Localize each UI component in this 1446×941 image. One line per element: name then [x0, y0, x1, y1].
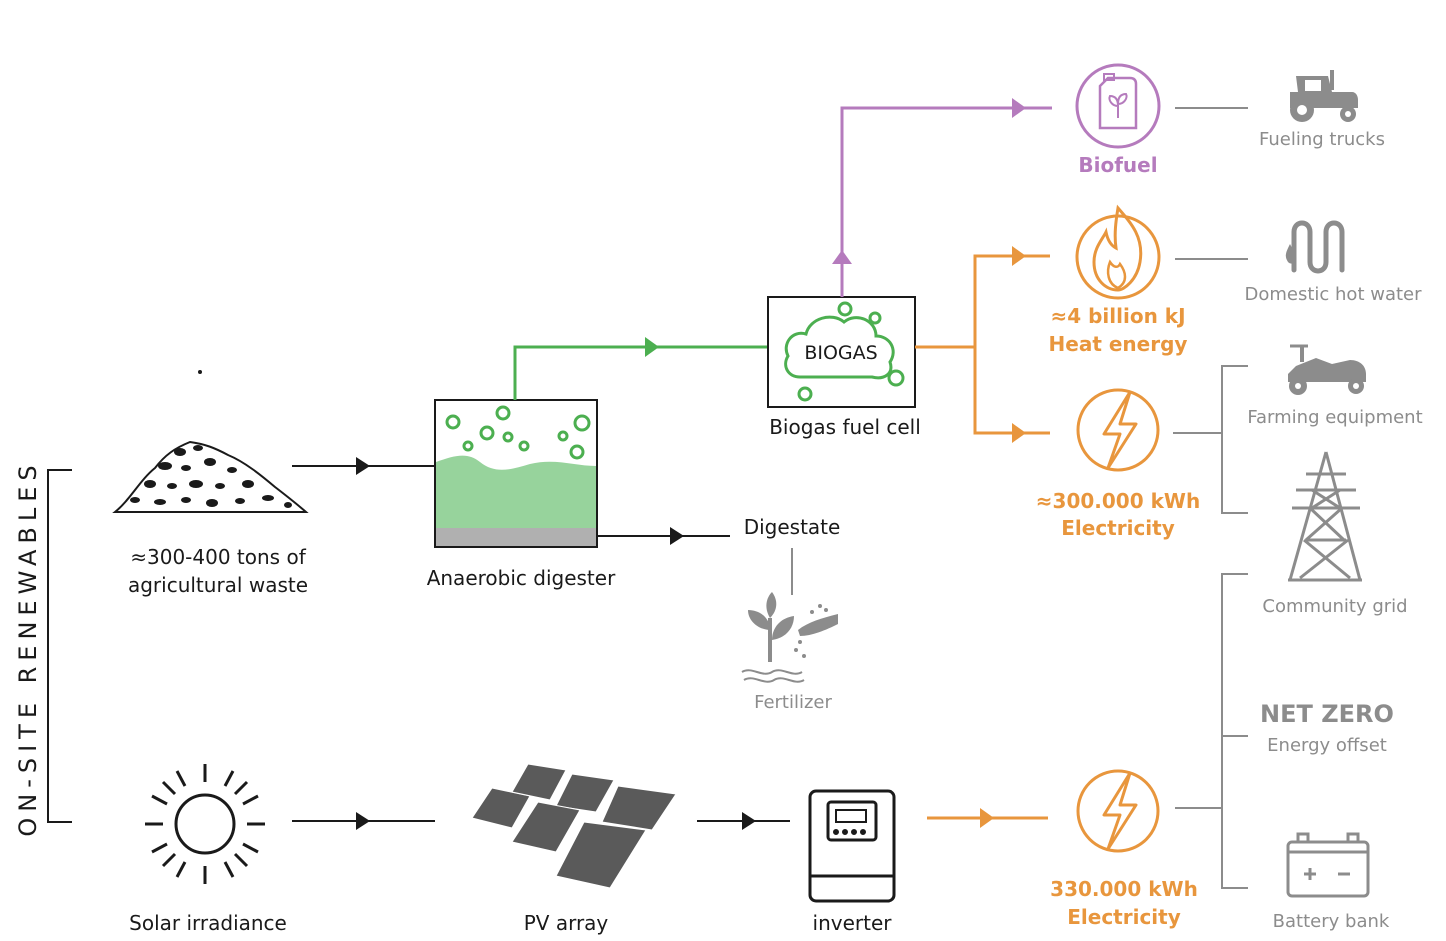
- biogas-label: BIOGAS: [804, 342, 877, 364]
- digester-tank: [434, 399, 598, 548]
- renewables-bracket: [47, 469, 72, 823]
- lightning-bio-icon: [1076, 388, 1160, 472]
- arrowhead-waste: [356, 457, 370, 475]
- pv-array-icon: [471, 763, 677, 889]
- community-grid-label: Community grid: [1262, 596, 1408, 617]
- waste-label: ≈300-400 tons of agricultural waste: [127, 545, 309, 597]
- arrowhead-up-biofuel: [832, 250, 852, 264]
- arrow-fuelcell-biofuel: [840, 106, 1052, 297]
- farming-equipment-label: Farming equipment: [1247, 407, 1423, 428]
- hot-water-label: Domestic hot water: [1244, 284, 1422, 305]
- electricity-bio-label: Electricity: [1061, 516, 1175, 540]
- use-connectors: [1173, 107, 1248, 889]
- biofuel-label: Biofuel: [1078, 153, 1158, 177]
- hot-water-coil-icon: [1285, 220, 1345, 274]
- arrowhead-electricity-bio: [1012, 423, 1026, 443]
- arrow-digester-fuelcell: [513, 345, 768, 400]
- arrowhead-biogas: [645, 337, 659, 357]
- farming-equipment-icon: [1288, 344, 1366, 395]
- lightning-solar-icon: [1076, 769, 1160, 853]
- waste-pile-icon: [112, 370, 309, 513]
- heat-flame-icon: [1075, 204, 1161, 300]
- heat-value: ≈4 billion kJ: [1050, 304, 1186, 328]
- inverter-icon: [808, 789, 896, 903]
- fuel-cell-box: [767, 296, 916, 408]
- transmission-tower-icon: [1288, 451, 1362, 582]
- arrowhead-heat: [1012, 246, 1026, 266]
- arrowhead-inverter: [980, 808, 994, 828]
- biofuel-icon: [1075, 63, 1161, 149]
- net-zero-label: NET ZERO: [1260, 700, 1394, 728]
- tractor-icon: [1290, 70, 1358, 122]
- arrowhead-digestate: [670, 527, 684, 545]
- digestate-label: Digestate: [743, 515, 841, 539]
- fertilizer-label: Fertilizer: [754, 692, 832, 713]
- sun-icon: [145, 764, 265, 884]
- electricity-bio-value: ≈300.000 kWh: [1035, 489, 1201, 513]
- fertilizer-icon: [741, 592, 838, 683]
- fuel-cell-label: Biogas fuel cell: [769, 415, 921, 439]
- inverter-label: inverter: [812, 911, 892, 935]
- electricity-solar-value: 330.000 kWh: [1050, 877, 1198, 901]
- fueling-trucks-label: Fueling trucks: [1259, 129, 1385, 150]
- arrowhead-biofuel: [1012, 98, 1026, 118]
- digester-label: Anaerobic digester: [426, 566, 616, 590]
- arrowhead-sun: [356, 812, 370, 830]
- battery-icon: [1286, 832, 1370, 898]
- battery-bank-label: Battery bank: [1272, 911, 1390, 932]
- on-site-renewables-label: ON-SITE RENEWABLES: [14, 459, 42, 837]
- arrowhead-pv: [742, 812, 756, 830]
- pv-label: PV array: [523, 911, 609, 935]
- electricity-solar-label: Electricity: [1067, 905, 1181, 929]
- energy-offset-label: Energy offset: [1267, 735, 1387, 756]
- heat-label: Heat energy: [1048, 332, 1188, 356]
- solar-label: Solar irradiance: [129, 911, 287, 935]
